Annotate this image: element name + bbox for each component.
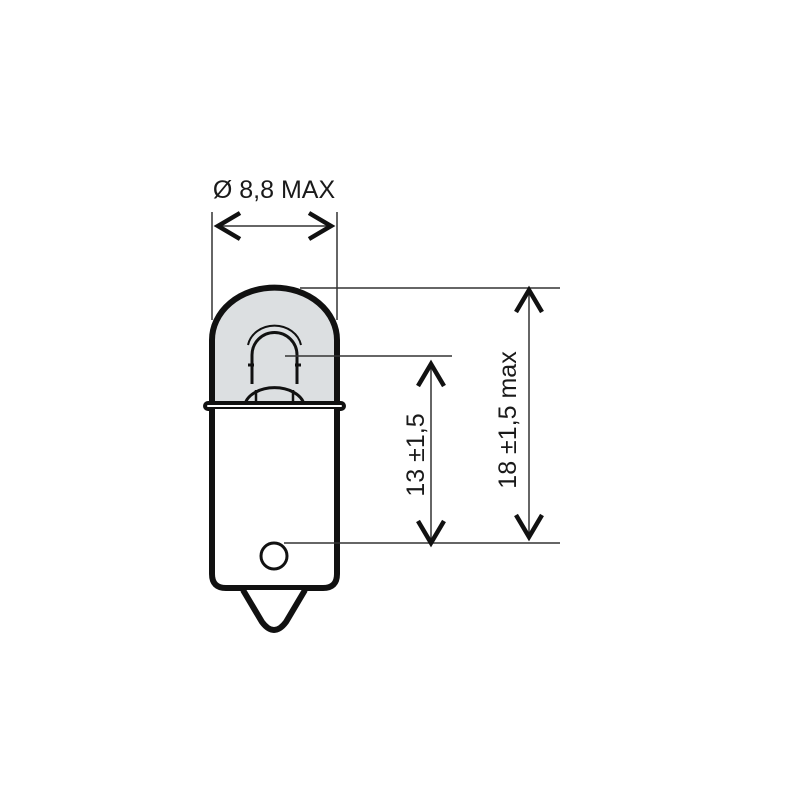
bulb-glass [209,284,340,407]
diameter-dimension: Ø 8,8 MAX [211,176,338,320]
bulb-collar [203,401,346,411]
bulb-base [209,409,340,633]
filament-height-label: 13 ±1,5 [402,413,430,496]
bayonet-pin [259,541,289,571]
total-height-dimension: 18 ±1,5 max [494,285,544,542]
base-contact [240,588,308,633]
diameter-label: Ø 8,8 MAX [213,176,336,204]
total-height-label: 18 ±1,5 max [494,351,522,489]
filament-height-dimension: 13 ±1,5 [402,359,446,548]
